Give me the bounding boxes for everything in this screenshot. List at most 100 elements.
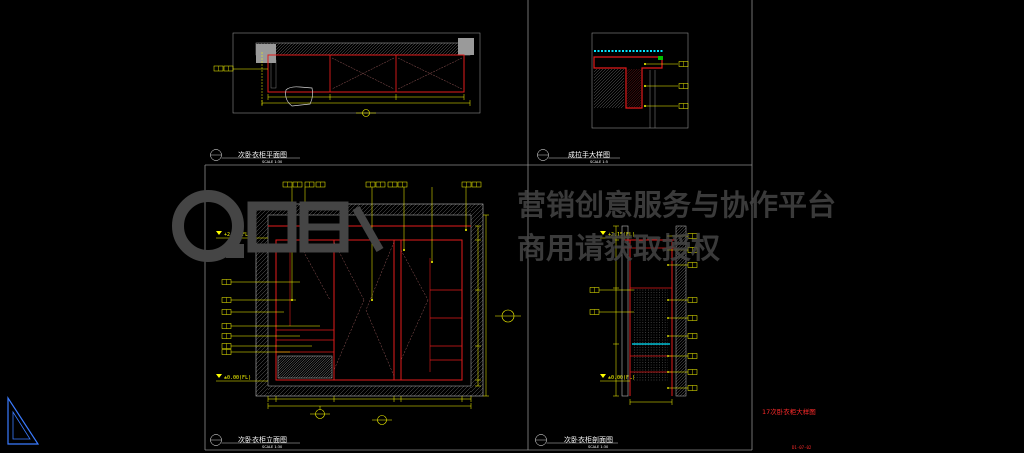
- wall-hatch-line: [309, 42, 323, 56]
- edge-band-dot: [618, 50, 621, 52]
- wall-hatch-line: [345, 42, 359, 56]
- wall-hatch-line: [470, 355, 484, 369]
- wall-hatch-line: [675, 311, 687, 323]
- edge-band-dot: [604, 50, 607, 52]
- hatch-line: [599, 83, 625, 109]
- floor-hatch-line: [297, 385, 309, 397]
- hatch-line: [593, 68, 622, 97]
- wall-hatch-line: [436, 203, 449, 216]
- watermark-logo-glyph: [247, 201, 297, 253]
- floor-hatch-line: [457, 385, 469, 397]
- floor-hatch-line: [449, 385, 461, 397]
- wall-hatch-line: [420, 203, 433, 216]
- wall-hatch-line: [470, 359, 484, 373]
- wall-hatch-line: [402, 42, 416, 56]
- wall-hatch-line: [372, 203, 385, 216]
- floor-hatch-line: [433, 385, 445, 397]
- wall-hatch-line: [255, 215, 269, 229]
- wall-hatch-line: [470, 243, 484, 257]
- wall-hatch-line: [470, 295, 484, 309]
- wall-hatch-line: [435, 42, 449, 56]
- hatch-line: [593, 68, 613, 88]
- leader-dot: [667, 299, 669, 301]
- wall-hatch-line: [423, 42, 437, 56]
- section-drawing: +2.15(FL) ±0.00(FL): [589, 225, 698, 405]
- wall-hatch-line: [676, 386, 687, 397]
- watermark-line-2: 商用请获取授权: [517, 231, 720, 265]
- wall-hatch-line: [675, 299, 687, 311]
- wall-hatch-line: [330, 42, 344, 56]
- wall-hatch-line: [369, 42, 383, 56]
- leader-dot: [667, 249, 669, 251]
- wall-hatch-line: [255, 255, 269, 269]
- edge-band-dot: [636, 50, 638, 52]
- wall-hatch-line: [408, 203, 421, 216]
- wall-hatch-line: [360, 42, 374, 56]
- wall-hatch-line: [255, 295, 269, 309]
- floor-hatch-line: [377, 385, 389, 397]
- wall-hatch-line: [675, 380, 687, 392]
- wall-hatch-line: [357, 42, 371, 56]
- wall-hatch-line: [255, 355, 269, 369]
- wall-hatch-line: [354, 42, 368, 56]
- wall-hatch-line: [675, 323, 687, 335]
- wall-hatch-line: [438, 42, 452, 56]
- wall-hatch-line: [675, 245, 687, 257]
- hatch-line: [593, 68, 601, 76]
- handle-detail-scale: SCALE 1:5: [590, 160, 608, 164]
- wall-hatch-line: [675, 254, 687, 266]
- wall-hatch-line: [470, 303, 484, 317]
- wall-hatch-line: [470, 335, 484, 349]
- edge-band-dot: [611, 50, 614, 52]
- hatch-line: [593, 77, 625, 109]
- wall-hatch-line: [470, 375, 484, 389]
- wall-hatch-line: [263, 391, 269, 397]
- floor-hatch-line: [413, 385, 425, 397]
- wall-hatch-line: [312, 42, 326, 56]
- wall-hatch-line: [306, 42, 320, 56]
- wall-hatch-line: [255, 307, 269, 321]
- edge-band-dot: [629, 50, 631, 52]
- wall-hatch-line: [470, 227, 484, 241]
- profile-hatch-line: [626, 82, 642, 97]
- floor-hatch-line: [301, 385, 313, 397]
- wall-hatch-line: [675, 251, 687, 263]
- wall-hatch-line: [363, 42, 377, 56]
- drawer-hatch-line: [277, 355, 299, 377]
- wall-hatch-line: [470, 363, 484, 377]
- floor-hatch-line: [357, 385, 369, 397]
- wall-hatch-line: [255, 267, 269, 281]
- wall-hatch-line: [470, 239, 484, 253]
- profile-hatch-line: [636, 102, 642, 108]
- drawer-hatch-line: [320, 366, 333, 379]
- drawing-captions: 次卧衣柜平面图 SCALE 1:30 成拉手大样图 SCALE 1:5 次卧衣柜…: [210, 149, 816, 450]
- wall-hatch-line: [420, 42, 434, 56]
- wall-hatch-line: [474, 387, 484, 397]
- edge-band-dot: [657, 50, 659, 52]
- drawer-hatch-line: [295, 355, 319, 379]
- floor-hatch-line: [421, 385, 433, 397]
- wall-hatch-line: [255, 367, 269, 381]
- wall-hatch-line: [675, 225, 683, 233]
- wall-hatch-line: [470, 275, 484, 289]
- edge-band-dot: [639, 50, 642, 52]
- wall-hatch-line: [285, 42, 299, 56]
- glue-mark: [658, 56, 663, 60]
- hatch-line: [596, 80, 625, 109]
- wall-hatch-line: [390, 42, 404, 56]
- profile-hatch-line: [626, 74, 642, 90]
- wall-hatch-line: [675, 335, 687, 347]
- elevation-level-floor: ±0.00(FL): [224, 375, 251, 381]
- wall-hatch-line: [327, 42, 341, 56]
- wall-hatch-line: [470, 367, 484, 381]
- profile-hatch-line: [633, 99, 642, 108]
- wall-hatch-line: [429, 42, 443, 56]
- wall-hatch-line: [255, 363, 269, 377]
- floor-hatch-line: [441, 385, 453, 397]
- wall-hatch-line: [416, 203, 429, 216]
- wall-hatch-line: [255, 383, 269, 397]
- wall-hatch-line: [470, 351, 484, 365]
- wall-hatch-line: [378, 42, 392, 56]
- wall-hatch-line: [288, 42, 302, 56]
- wall-hatch-line: [255, 287, 269, 301]
